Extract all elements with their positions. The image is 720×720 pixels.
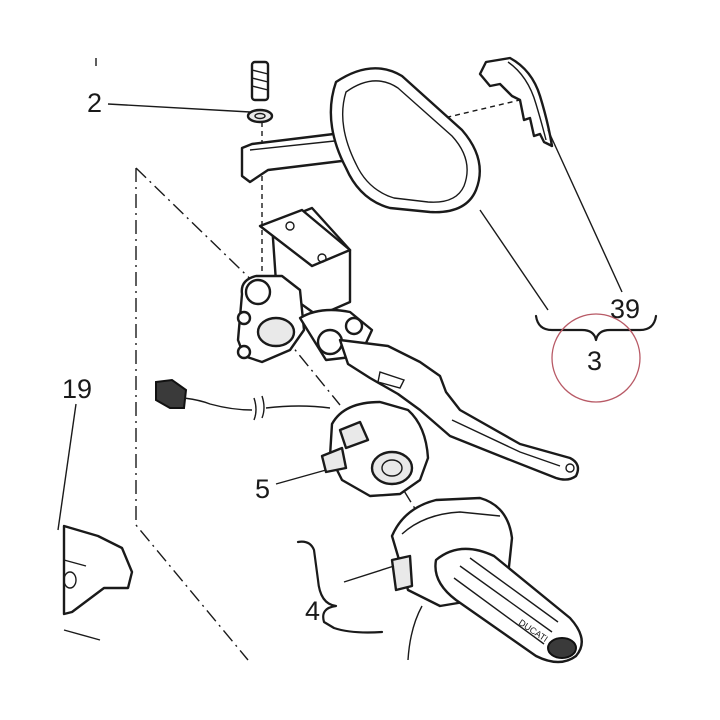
mirror-assembly — [240, 67, 481, 214]
brace-3 — [534, 314, 658, 342]
leader-3 — [479, 209, 549, 311]
throttle-cable-guide — [390, 554, 414, 592]
lever-blade — [338, 338, 580, 481]
brace-4 — [296, 540, 384, 634]
bracket-body — [62, 524, 134, 616]
bolt-head-top — [244, 278, 272, 306]
mirror-side-cover — [478, 56, 554, 148]
throttle-grip: DUCATI — [390, 496, 583, 664]
guide-line-switch — [282, 334, 341, 406]
switch-button-side — [320, 446, 348, 474]
callout-2: 2 — [87, 88, 102, 118]
mirror-arm — [240, 130, 352, 184]
bar-bore — [256, 316, 296, 348]
switch-body — [328, 400, 430, 498]
side-cover-part — [478, 56, 554, 148]
callout-labels: 2 39 3 19 5 4 — [62, 88, 640, 626]
handlebar-bracket — [62, 524, 134, 641]
mirror-glass — [341, 80, 468, 203]
leader-2 — [107, 103, 251, 113]
callout-3: 3 — [587, 346, 602, 376]
leader-19 — [57, 403, 77, 531]
pivot-bolt — [344, 316, 364, 336]
brake-lever — [338, 338, 580, 481]
switch-bar-hole — [370, 450, 414, 486]
screw — [246, 60, 274, 124]
callout-5: 5 — [255, 474, 270, 504]
switch-wire — [155, 378, 331, 421]
wire-connector — [155, 378, 188, 409]
clamp-bolt-2 — [236, 344, 252, 360]
leader-39 — [547, 129, 623, 293]
callout-39: 39 — [610, 294, 640, 324]
master-cylinder — [236, 206, 374, 364]
washer — [246, 108, 274, 124]
highlight-circle — [551, 313, 641, 403]
lever-window — [377, 371, 405, 389]
clamp-bolt-1 — [236, 310, 252, 326]
reservoir-cap — [258, 208, 352, 268]
grip-rubber — [434, 547, 583, 664]
pivot-knob — [316, 328, 344, 356]
leader-5 — [275, 469, 327, 485]
callout-4: 4 — [305, 596, 320, 626]
leader-lines — [57, 103, 623, 583]
switch-housing — [320, 400, 430, 498]
mirror-housing — [329, 67, 481, 214]
guide-line-left — [135, 168, 249, 661]
leader-4 — [343, 565, 395, 583]
grip-end — [547, 637, 577, 659]
callout-19: 19 — [62, 374, 92, 404]
switch-button-top — [338, 420, 370, 450]
throttle-cable — [407, 605, 423, 661]
